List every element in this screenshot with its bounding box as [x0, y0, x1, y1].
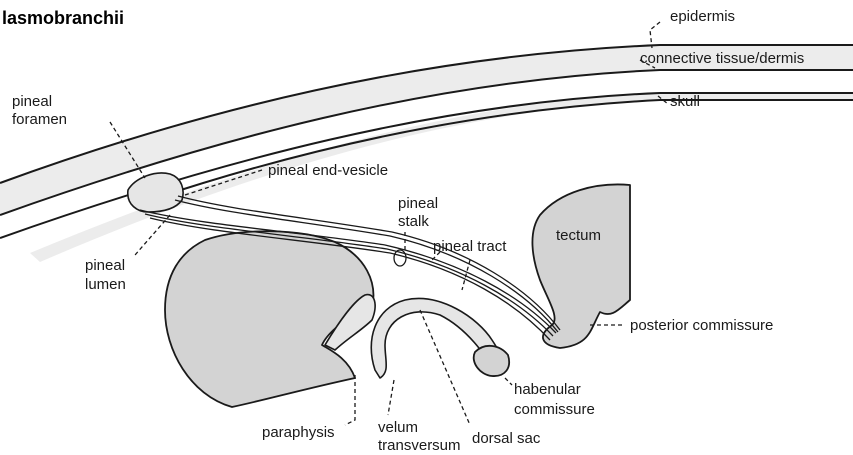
habenular-bulb [474, 346, 509, 376]
label-habenular-1: habenular [514, 381, 581, 398]
label-habenular-2: commissure [514, 401, 595, 418]
figure-title: lasmobranchii [2, 8, 124, 28]
label-pineal-foramen-2: foramen [12, 111, 67, 128]
label-pineal-lumen-2: lumen [85, 276, 126, 293]
label-tectum: tectum [556, 227, 601, 244]
label-pineal-stalk-1: pineal [398, 195, 438, 212]
label-connective-tissue: connective tissue/dermis [640, 50, 804, 67]
brain-tissues [128, 173, 630, 407]
label-velum-1: velum [378, 419, 418, 436]
label-velum-2: transversum [378, 437, 461, 454]
label-pineal-foramen-1: pineal [12, 93, 52, 110]
label-pineal-stalk-2: stalk [398, 213, 429, 230]
pineal-end-vesicle [128, 173, 183, 212]
label-paraphysis: paraphysis [262, 424, 335, 441]
label-skull: skull [670, 93, 700, 110]
label-pineal-lumen-1: pineal [85, 257, 125, 274]
label-epidermis: epidermis [670, 8, 735, 25]
label-pineal-end-vesicle: pineal end-vesicle [268, 162, 388, 179]
label-posterior-commissure: posterior commissure [630, 317, 773, 334]
label-dorsal-sac: dorsal sac [472, 430, 541, 447]
label-pineal-tract: pineal tract [433, 238, 507, 255]
